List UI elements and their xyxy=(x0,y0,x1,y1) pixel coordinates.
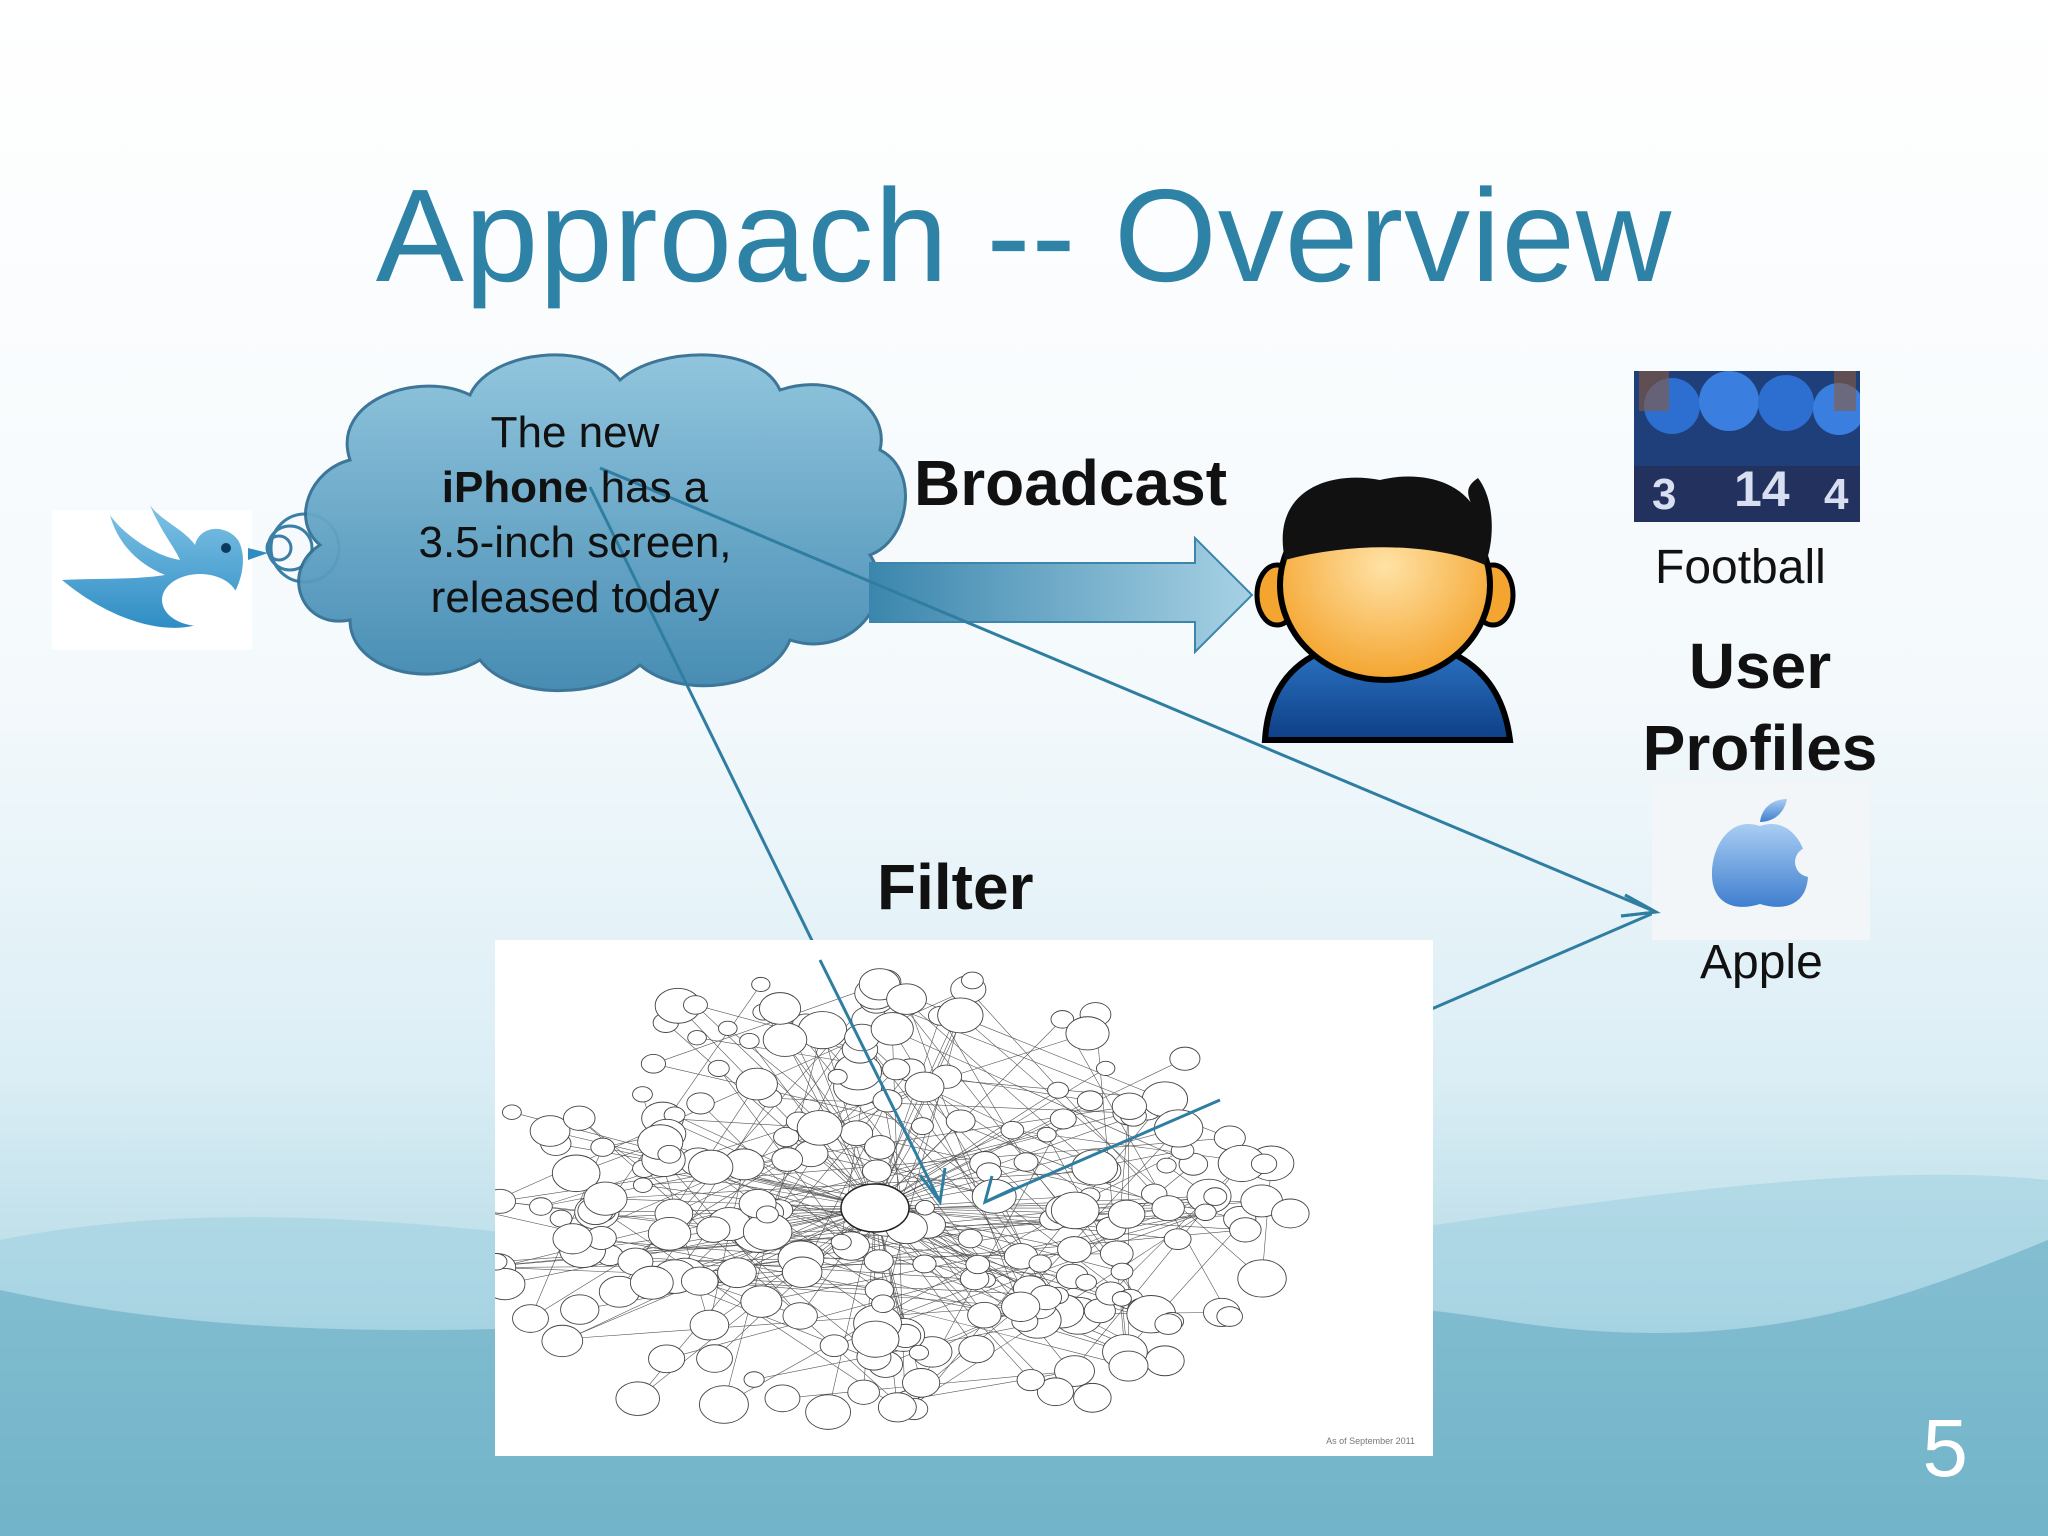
svg-text:4: 4 xyxy=(1824,470,1849,519)
knowledge-graph-image: As of September 2011 xyxy=(495,940,1433,1456)
broadcast-label: Broadcast xyxy=(914,447,1227,519)
tweet-line-2: iPhone has a xyxy=(441,463,709,512)
slide-title: Approach -- Overview xyxy=(375,162,1673,309)
svg-text:3: 3 xyxy=(1652,470,1676,519)
user-profiles-label: User Profiles xyxy=(1642,630,1878,784)
tweet-text: The new iPhone has a 3.5-inch screen, re… xyxy=(395,405,755,625)
filter-label: Filter xyxy=(877,851,1034,923)
knowledge-graph-network xyxy=(495,968,1310,1430)
graph-footer: As of September 2011 xyxy=(1326,1436,1415,1446)
apple-logo-icon xyxy=(1712,799,1825,907)
football-label: Football xyxy=(1655,541,1826,594)
svg-text:14: 14 xyxy=(1734,461,1790,517)
slide-number: 5 xyxy=(1922,1403,1968,1494)
tweet-line-3: 3.5-inch screen, xyxy=(418,518,732,567)
football-photo: 14 3 4 xyxy=(1634,371,1860,522)
apple-label: Apple xyxy=(1700,936,1823,989)
twitter-bird-icon xyxy=(52,505,268,650)
user-avatar-icon xyxy=(1254,476,1516,743)
broadcast-arrow xyxy=(869,535,1254,655)
tweet-keyword: iPhone xyxy=(441,463,589,512)
tweet-line-4: released today xyxy=(430,573,720,622)
tweet-line-1: The new xyxy=(490,408,660,457)
